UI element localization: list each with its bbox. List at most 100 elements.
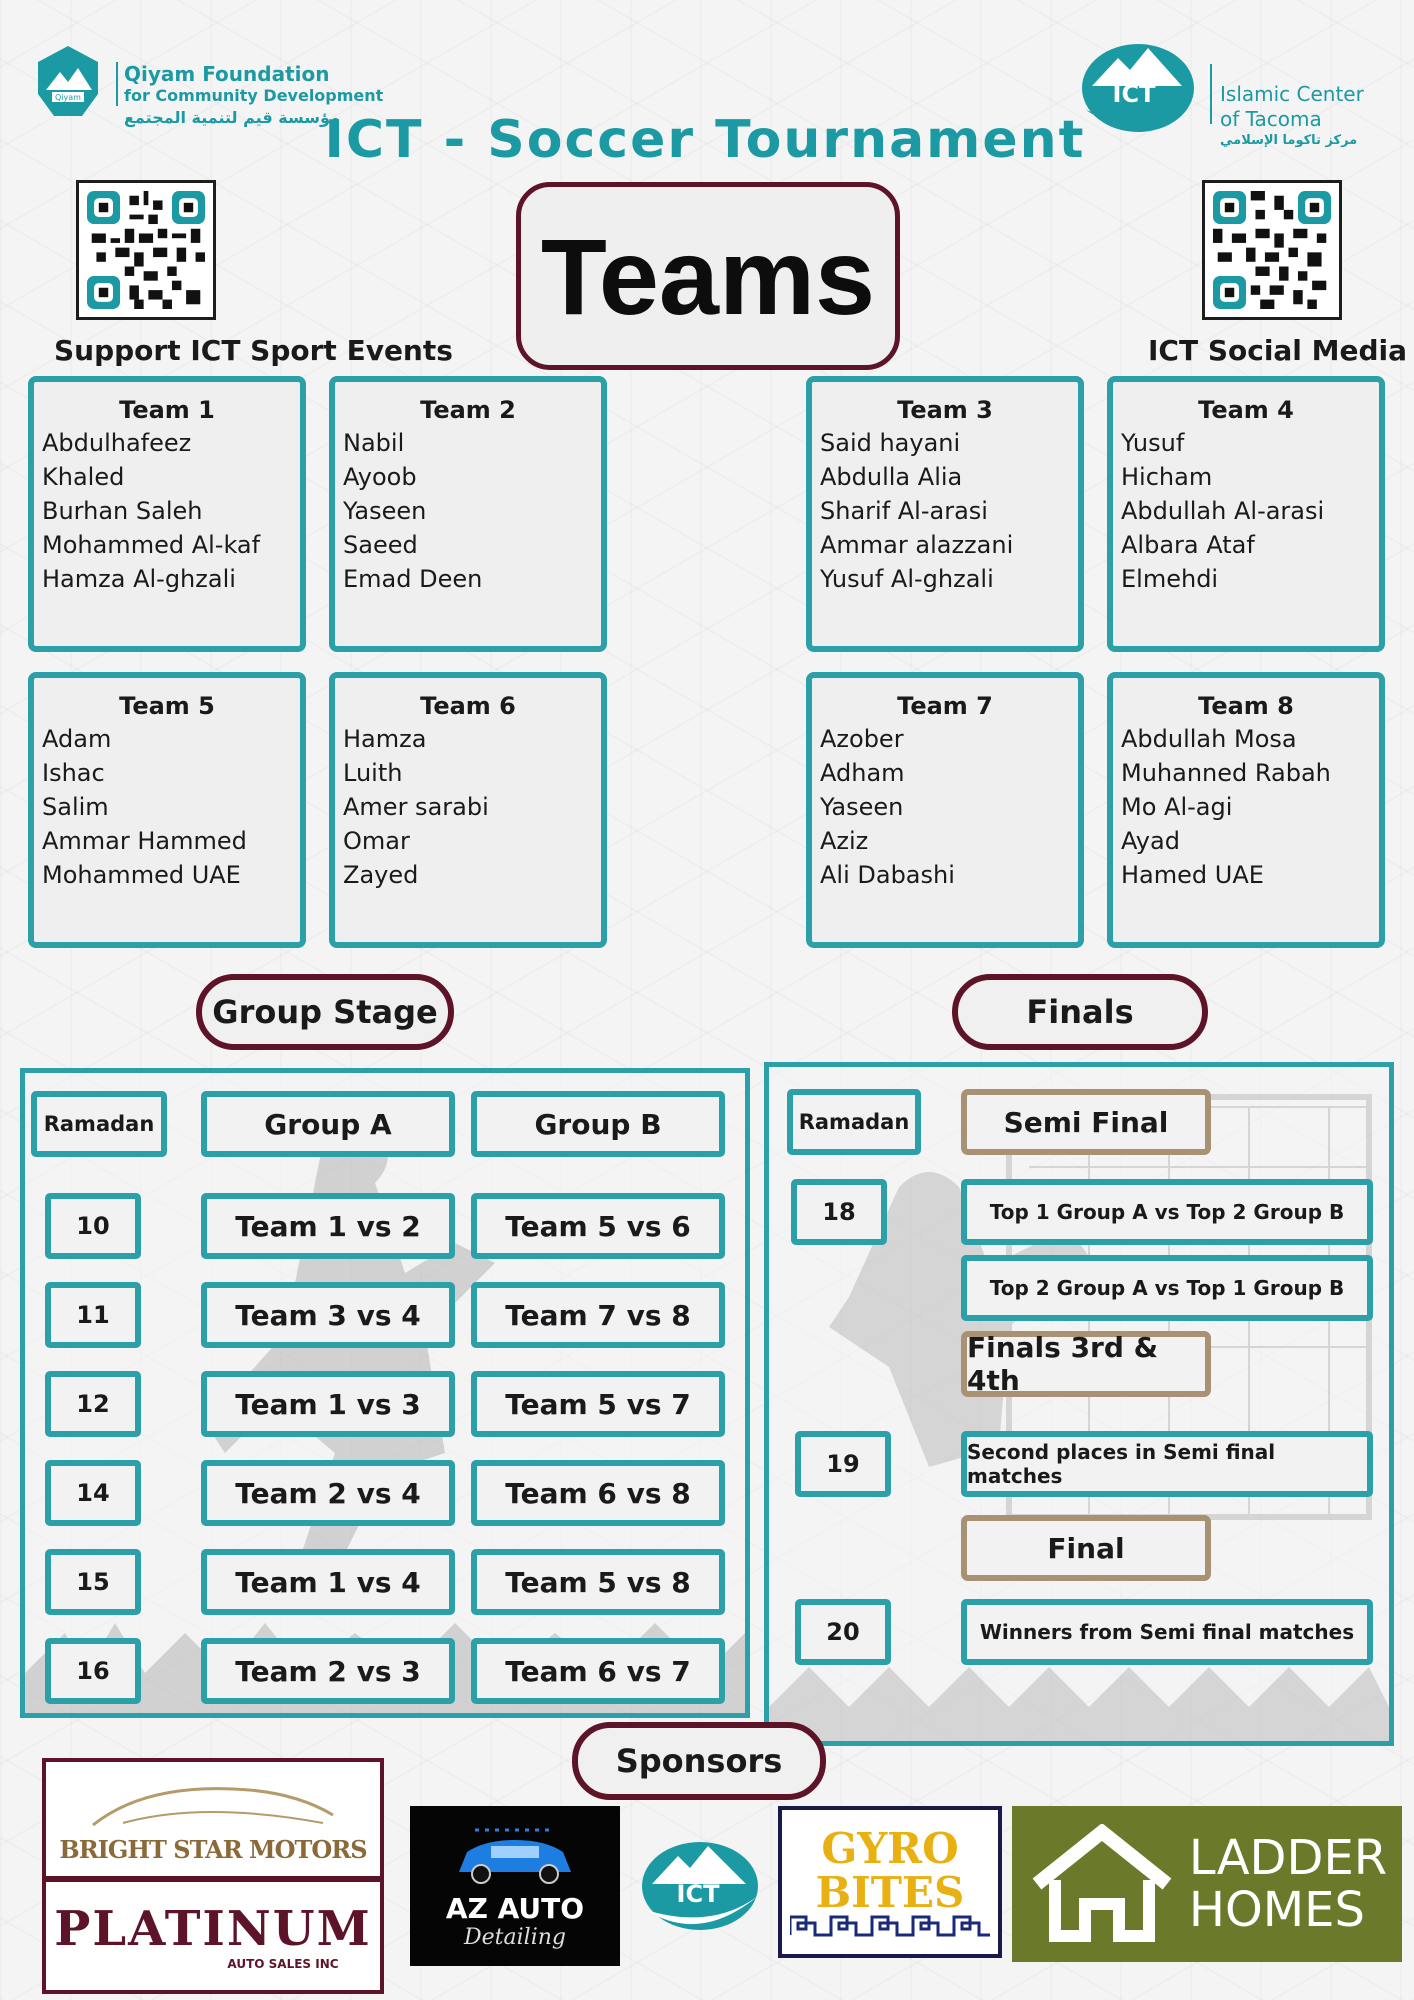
third-place-label: Finals 3rd & 4th xyxy=(961,1331,1211,1397)
semi-final-label: Semi Final xyxy=(961,1089,1211,1155)
match-day: 11 xyxy=(45,1282,141,1348)
final-label: Final xyxy=(961,1515,1211,1581)
team-member: Elmehdi xyxy=(1121,565,1219,593)
match-day: 14 xyxy=(45,1460,141,1526)
sponsor-name: PLATINUM xyxy=(54,1901,372,1957)
qr-code-icon xyxy=(87,191,205,309)
group-b-match: Team 5 vs 6 xyxy=(471,1193,725,1259)
group-a-match: Team 2 vs 3 xyxy=(201,1638,455,1704)
group-a-match: Team 1 vs 3 xyxy=(201,1371,455,1437)
ladder-homes-logo: LADDER HOMES xyxy=(1012,1806,1402,1962)
team-member: Hamza Al-ghzali xyxy=(42,565,236,593)
group-stage-heading: Group Stage xyxy=(196,974,454,1050)
sponsor-subtitle: Detailing xyxy=(464,1925,566,1950)
match-day: 10 xyxy=(45,1193,141,1259)
team-member: Sharif Al-arasi xyxy=(820,497,988,525)
group-a-match: Team 3 vs 4 xyxy=(201,1282,455,1348)
team-card: Team 6 Hamza Luith Amer sarabi Omar Zaye… xyxy=(329,672,607,948)
team-member: Abdulla Alia xyxy=(820,463,963,491)
team-name: Team 7 xyxy=(897,692,993,720)
support-qr-code[interactable] xyxy=(76,180,216,320)
team-card: Team 5 Adam Ishac Salim Ammar Hammed Moh… xyxy=(28,672,306,948)
sponsor-name: BRIGHT STAR MOTORS xyxy=(59,1834,367,1864)
team-card: Team 4 Yusuf Hicham Abdullah Al-arasi Al… xyxy=(1107,376,1385,652)
ict-emblem-icon: ICT xyxy=(1082,44,1194,132)
support-qr-caption: Support ICT Sport Events xyxy=(54,334,453,367)
group-a-match: Team 1 vs 2 xyxy=(201,1193,455,1259)
team-member: Abdullah Mosa xyxy=(1121,725,1297,753)
column-header-group-a: Group A xyxy=(201,1091,455,1157)
car-outline-icon xyxy=(92,1786,334,1826)
match-day: 12 xyxy=(45,1371,141,1437)
team-member: Ammar Hammed xyxy=(42,827,247,855)
team-member: Ishac xyxy=(42,759,105,787)
group-a-match: Team 1 vs 4 xyxy=(201,1549,455,1615)
team-member: Hamed UAE xyxy=(1121,861,1264,889)
team-name: Team 2 xyxy=(420,396,516,424)
team-member: Yusuf xyxy=(1121,429,1185,457)
team-member: Luith xyxy=(343,759,403,787)
social-media-qr-code[interactable] xyxy=(1202,180,1342,320)
team-member: Mohammed Al-kaf xyxy=(42,531,261,559)
match-day: 19 xyxy=(795,1431,891,1497)
finals-panel: Ramadan Semi Final 18 Top 1 Group A vs T… xyxy=(764,1062,1394,1746)
sponsor-name: GYRO xyxy=(821,1824,959,1873)
team-card: Team 2 Nabil Ayoob Yaseen Saeed Emad Dee… xyxy=(329,376,607,652)
group-b-match: Team 7 vs 8 xyxy=(471,1282,725,1348)
team-member: Said hayani xyxy=(820,429,961,457)
team-member: Khaled xyxy=(42,463,125,491)
team-member: Ali Dabashi xyxy=(820,861,955,889)
team-member: Aziz xyxy=(820,827,869,855)
team-member: Nabil xyxy=(343,429,405,457)
qiyam-logo: Qiyam Qiyam Foundation for Community Dev… xyxy=(32,42,412,132)
team-member: Zayed xyxy=(343,861,419,889)
team-member: Ayoob xyxy=(343,463,417,491)
ict-emblem-icon: ICT xyxy=(642,1842,758,1930)
svg-text:Qiyam: Qiyam xyxy=(55,93,81,102)
sponsor-name: AZ AUTO xyxy=(445,1892,585,1925)
team-member: Mo Al-agi xyxy=(1121,793,1233,821)
team-member: Hicham xyxy=(1121,463,1213,491)
org-left-arabic: مؤسسة قيم لتنمية المجتمع xyxy=(124,108,340,127)
semi-final-match-1: Top 1 Group A vs Top 2 Group B xyxy=(961,1179,1373,1245)
match-day: 18 xyxy=(791,1179,887,1245)
team-member: Omar xyxy=(343,827,410,855)
platinum-auto-logo: PLATINUM AUTO SALES INC xyxy=(42,1878,384,1994)
team-member: Abdullah Al-arasi xyxy=(1121,497,1325,525)
group-b-match: Team 6 vs 8 xyxy=(471,1460,725,1526)
team-member: Ayad xyxy=(1121,827,1180,855)
team-name: Team 8 xyxy=(1198,692,1294,720)
qiyam-emblem-icon: Qiyam xyxy=(38,46,98,116)
tournament-title: ICT - Soccer Tournament xyxy=(324,110,1086,170)
match-day: 20 xyxy=(795,1599,891,1665)
qr-code-icon xyxy=(1213,191,1331,309)
group-b-match: Team 5 vs 8 xyxy=(471,1549,725,1615)
team-member: Muhanned Rabah xyxy=(1121,759,1331,787)
team-card: Team 7 Azober Adham Yaseen Aziz Ali Daba… xyxy=(806,672,1084,948)
gyro-bites-logo: GYRO BITES xyxy=(778,1806,1002,1958)
team-member: Adam xyxy=(42,725,112,753)
sponsors-heading: Sponsors xyxy=(572,1722,826,1800)
az-auto-detailing-logo: AZ AUTO Detailing xyxy=(410,1806,620,1966)
third-place-match: Second places in Semi final matches xyxy=(961,1431,1373,1497)
greek-key-pattern-icon xyxy=(790,1915,990,1937)
teams-heading: Teams xyxy=(516,182,900,370)
sponsor-subtitle: AUTO SALES INC xyxy=(227,1957,339,1971)
org-left-subtitle: for Community Development xyxy=(124,86,384,105)
team-name: Team 4 xyxy=(1198,396,1294,424)
group-a-match: Team 2 vs 4 xyxy=(201,1460,455,1526)
svg-text:ICT: ICT xyxy=(677,1880,721,1908)
team-name: Team 5 xyxy=(119,692,215,720)
team-member: Mohammed UAE xyxy=(42,861,241,889)
team-card: Team 8 Abdullah Mosa Muhanned Rabah Mo A… xyxy=(1107,672,1385,948)
org-right-subtitle: of Tacoma xyxy=(1220,107,1322,131)
group-stage-panel: Ramadan Group A Group B 10 Team 1 vs 2 T… xyxy=(20,1068,750,1718)
team-member: Saeed xyxy=(343,531,418,559)
ict-logo: ICT Islamic Center of Tacoma مركز تاكوما… xyxy=(1078,36,1398,148)
team-member: Yaseen xyxy=(343,497,427,525)
column-header-group-b: Group B xyxy=(471,1091,725,1157)
team-member: Azober xyxy=(820,725,904,753)
semi-final-match-2: Top 2 Group A vs Top 1 Group B xyxy=(961,1255,1373,1321)
team-name: Team 6 xyxy=(420,692,516,720)
team-member: Adham xyxy=(820,759,905,787)
